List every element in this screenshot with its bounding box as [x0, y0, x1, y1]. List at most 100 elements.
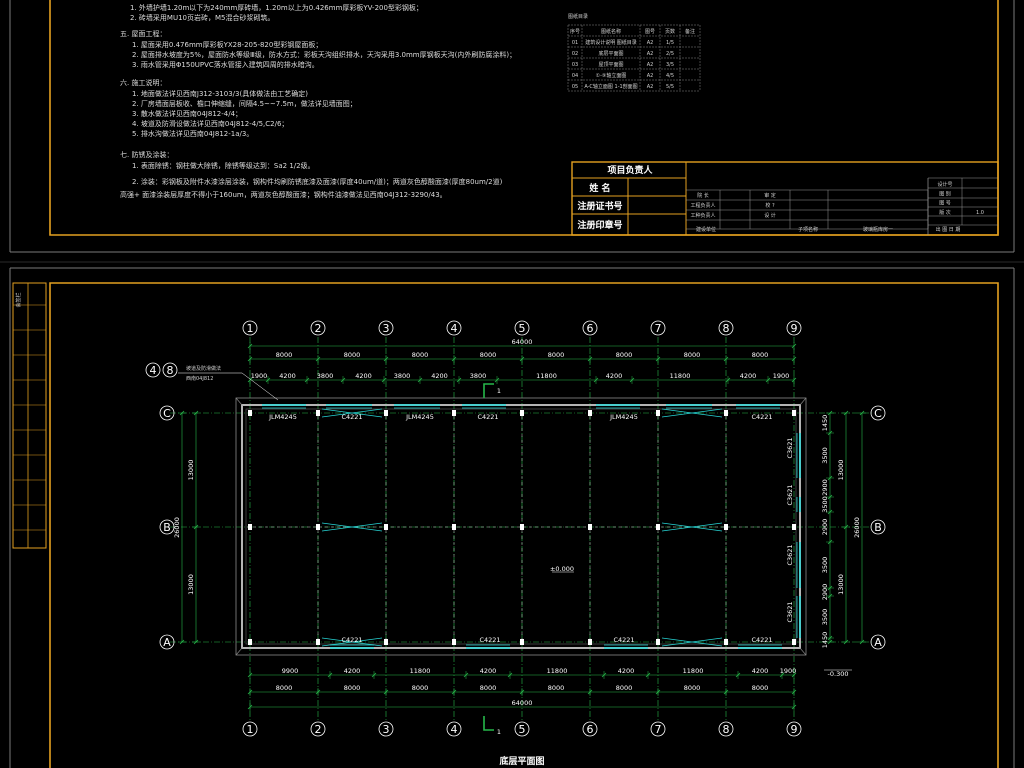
plan-title: 底层平面图	[499, 755, 544, 767]
note-line: 5. 排水沟做法详见西南04J812-1a/3。	[132, 130, 254, 138]
index-cell: 01	[572, 40, 578, 46]
section-mark-top-label: 1	[497, 387, 501, 395]
dim-detail-top-text: 3800	[470, 372, 487, 380]
reg-cert-label: 注册证书号	[577, 200, 622, 212]
title-block-frame	[571, 161, 999, 236]
index-cell: A2	[647, 51, 654, 57]
axis-bubble-top-circle	[378, 320, 394, 336]
section-mark-top	[483, 383, 494, 398]
dim-bays-top-text: 8000	[480, 351, 497, 359]
index-cell: A2	[647, 84, 654, 90]
sheet-bottom-frame	[49, 282, 999, 768]
dim-detail-right-text: 3500	[821, 557, 829, 574]
axis-bubble-bottom-circle	[310, 721, 326, 737]
axis-bubble-right: B	[874, 521, 882, 534]
axis-bubble-right-circle	[870, 634, 886, 650]
dim-detail-right-text: 3500	[821, 609, 829, 626]
dim-detail-bottom-text: 4200	[752, 667, 769, 675]
dim-detail-bottom-text: 4200	[344, 667, 361, 675]
window-label-top: JLM4245	[405, 413, 434, 421]
index-cell: A-C轴立面图 1-1剖面图	[584, 83, 637, 90]
dim-detail-top-text: 1900	[773, 372, 790, 380]
dim-bays-top-text: 8000	[752, 351, 769, 359]
tb-right-label: 图 别	[939, 190, 951, 197]
axis-bubble-top-circle	[310, 320, 326, 336]
detail-ref-leader	[241, 372, 279, 401]
axis-bubble-left: B	[163, 521, 171, 534]
detail-ref-number: 4	[150, 364, 157, 377]
steel-column	[248, 524, 252, 530]
dim-side-halves-left-text: 13000	[187, 574, 195, 595]
axis-bubble-bottom-circle	[650, 721, 666, 737]
roof-bracing	[661, 408, 723, 418]
steel-column	[588, 410, 592, 416]
project-leader-label: 项目负责人	[607, 164, 653, 176]
dim-detail-bottom-text: 1900	[780, 667, 797, 675]
dim-detail-right-text: 1450	[821, 415, 829, 432]
window-label-right: C3621	[786, 484, 794, 505]
window-label-top: JLM4245	[609, 413, 638, 421]
dim-detail-top-text: 4200	[740, 372, 757, 380]
note-line: 1. 地面做法详见西南J312-3103/3(具体做法由工艺确定)	[132, 90, 308, 98]
signoff-bar	[12, 282, 47, 549]
steel-column	[724, 524, 728, 530]
axis-bubble-bottom: 1	[247, 723, 254, 736]
note-line: 高强+ 面漆涂装层厚度不得小于160um，两道灰色醇酸面漆；钢构件油漆做法见西南…	[120, 191, 447, 199]
steel-column	[656, 410, 660, 416]
note-line: 3. 雨水管采用Φ150UPVC落水管接入建筑四周的排水暗沟。	[132, 61, 319, 69]
axis-bubble-left: A	[163, 636, 171, 649]
dim-detail-right-text: 3500	[821, 447, 829, 464]
drawing-index-title: 图纸目录	[568, 13, 588, 20]
axis-bubble-bottom: 7	[655, 723, 662, 736]
steel-column	[792, 410, 796, 416]
floor-elevation-mark: ±0.000	[550, 565, 574, 573]
axis-bubble-bottom: 4	[451, 723, 458, 736]
window-label-right: C3621	[786, 601, 794, 622]
dim-bays-bottom-text: 8000	[684, 684, 701, 692]
dim-detail-top-text: 3800	[317, 372, 334, 380]
window-label-bottom: C4221	[751, 636, 772, 644]
steel-column	[316, 410, 320, 416]
dim-bays-bottom-text: 8000	[412, 684, 429, 692]
index-header-cell: 页数	[665, 28, 675, 35]
name-label: 姓 名	[588, 182, 610, 194]
tb-role-label: 工程负责人	[690, 202, 715, 209]
axis-bubble-left-circle	[159, 405, 175, 421]
axis-bubble-top-circle	[786, 320, 802, 336]
detail-ref-note: 坡道及防滑做法	[186, 365, 221, 372]
steel-column	[520, 639, 524, 645]
dim-detail-top-text: 3800	[394, 372, 411, 380]
dim-bays-top-text: 8000	[684, 351, 701, 359]
steel-column	[724, 639, 728, 645]
dim-detail-bottom-text: 9900	[282, 667, 299, 675]
apron-corner	[235, 647, 243, 656]
steel-column	[452, 524, 456, 530]
signoff-bar-label: 会签栏	[15, 292, 22, 307]
dim-side-halves-left-text: 13000	[187, 460, 195, 481]
exterior-wall	[241, 404, 801, 649]
axis-bubble-bottom-circle	[582, 721, 598, 737]
index-cell: 3/5	[666, 62, 674, 68]
tb-issue-date-label: 出 图 日 期	[936, 226, 961, 233]
dim-bays-top-text: 8000	[616, 351, 633, 359]
axis-bubble-bottom-circle	[514, 721, 530, 737]
index-cell: 03	[572, 62, 578, 68]
axis-bubble-top-circle	[242, 320, 258, 336]
axis-bubble-top: 7	[655, 322, 662, 335]
dim-detail-top-text: 11800	[536, 372, 557, 380]
dim-detail-bottom-text: 11800	[410, 667, 431, 675]
index-header-cell: 序号	[570, 28, 580, 35]
dim-detail-bottom-text: 11800	[683, 667, 704, 675]
steel-column	[520, 524, 524, 530]
sheet-top-frame	[49, 0, 999, 236]
note-line: 2. 砖墙采用MU10页岩砖，M5混合砂浆砌筑。	[130, 14, 275, 22]
steel-column	[452, 410, 456, 416]
steel-column	[588, 524, 592, 530]
steel-column	[248, 639, 252, 645]
axis-bubble-top: 4	[451, 322, 458, 335]
axis-bubble-top: 3	[383, 322, 390, 335]
index-cell: 建筑设计说明 图纸目录	[585, 39, 637, 46]
dim-detail-top-text: 11800	[670, 372, 691, 380]
dim-detail-right-text: 2900	[821, 584, 829, 601]
dim-detail-right-text: 3500	[821, 496, 829, 513]
